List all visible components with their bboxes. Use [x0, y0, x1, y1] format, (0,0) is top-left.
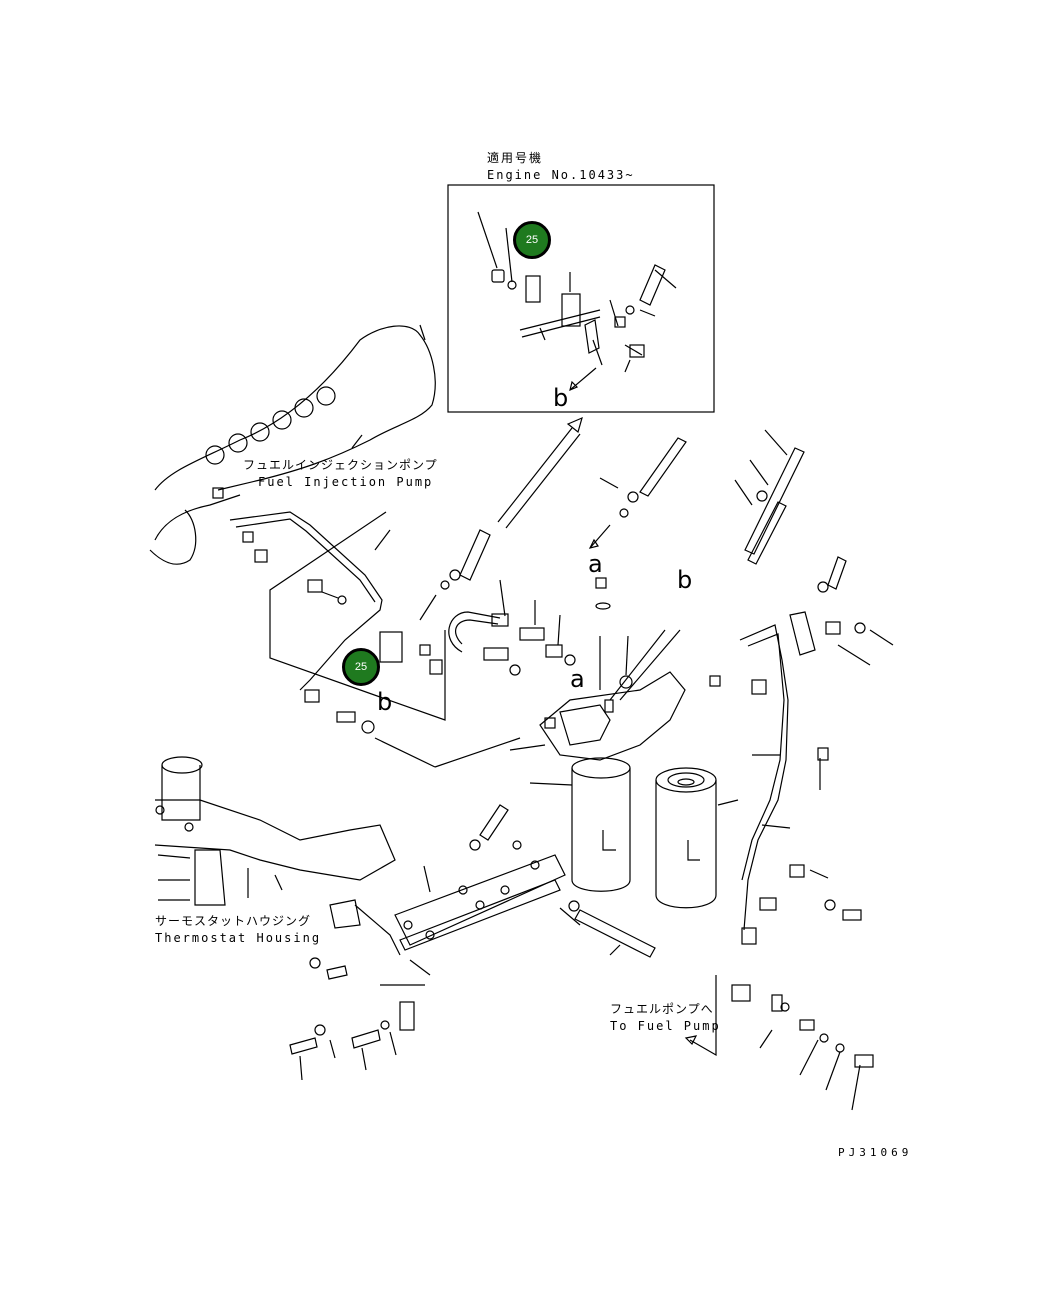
- view-letter-b-mid: b: [677, 566, 693, 594]
- view-letter-b-left: b: [377, 688, 393, 716]
- inset-title-jp: 適用号機: [487, 151, 544, 165]
- lower-bolts: [289, 957, 431, 1055]
- fuel-filters: [571, 757, 717, 909]
- fuel-pipe-upper: [212, 487, 383, 703]
- long-bolts-upper: [588, 429, 805, 565]
- fuel-pipe-loop: [448, 611, 576, 676]
- thermostat-housing-label-jp: サーモスタットハウジング: [155, 914, 312, 928]
- to-fuel-pump-label-jp: フュエルポンプへ: [610, 1002, 714, 1016]
- to-fuel-pump-arrow: [684, 975, 717, 1057]
- inset-pointer-arrow: [497, 416, 583, 529]
- thermostat-housing-label-en: Thermostat Housing: [155, 931, 322, 945]
- mounting-bracket-lower: [329, 804, 656, 1031]
- bracket-group-left: [269, 511, 491, 734]
- callout-badge-25-inset[interactable]: 25: [513, 221, 551, 259]
- callout-badge-25-left[interactable]: 25: [342, 648, 380, 686]
- filter-head: [539, 577, 686, 761]
- thermostat-housing: [154, 756, 396, 906]
- fuel-injection-pump: [149, 324, 436, 565]
- inset-frame: [447, 184, 715, 413]
- to-fuel-pump-label-en: To Fuel Pump: [610, 1019, 721, 1033]
- inset-parts: [477, 211, 677, 392]
- drawing-number: PJ31069: [838, 1146, 913, 1159]
- fuel-injection-pump-label-jp: フュエルインジェクションポンプ: [243, 458, 438, 472]
- fuel-injection-pump-label-en: Fuel Injection Pump: [258, 475, 434, 489]
- inset-title-en: Engine No.10433~: [487, 168, 635, 182]
- view-letter-b-inset: b: [553, 384, 569, 412]
- view-letter-a-filter: a: [570, 665, 585, 693]
- view-letter-a-mid: a: [588, 550, 603, 578]
- leader-lines: [299, 579, 894, 1111]
- assembly-guide-lines: [374, 737, 521, 768]
- fuel-pipe-right: [709, 556, 866, 945]
- right-small-parts: [731, 747, 874, 1068]
